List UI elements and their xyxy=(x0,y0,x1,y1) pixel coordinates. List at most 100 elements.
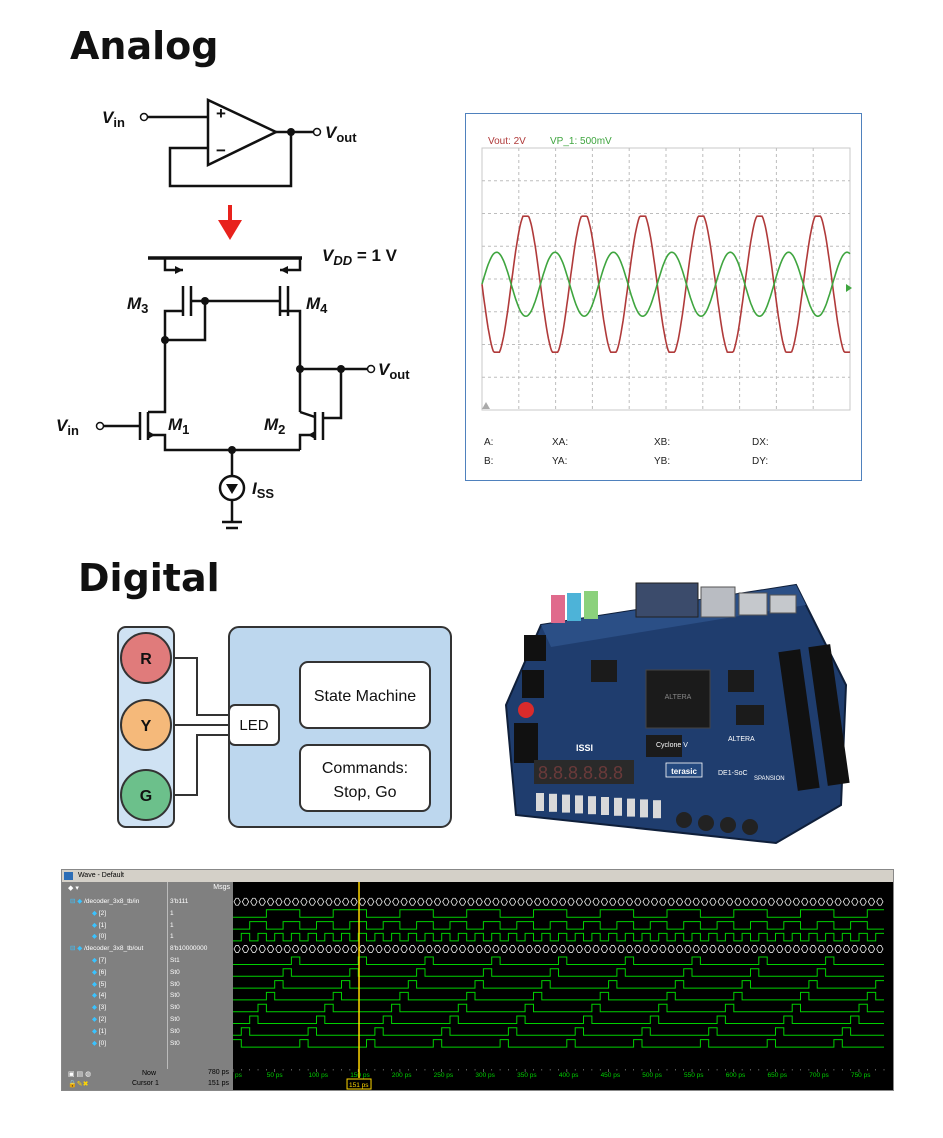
bus-value-segment xyxy=(317,897,325,906)
bus-value-segment xyxy=(575,945,583,953)
bus-value-segment xyxy=(751,897,759,906)
vdd-label: VDD = 1 V xyxy=(322,246,398,268)
signal-name-text: [0] xyxy=(98,1039,107,1047)
wave-toolbar-icon[interactable]: ◆ ▾ xyxy=(68,885,79,892)
bus-value-segment xyxy=(275,945,283,953)
bus-value-segment xyxy=(759,897,767,906)
yellow-light-letter: Y xyxy=(141,718,152,735)
signal-trace xyxy=(233,1015,884,1024)
bus-value-segment xyxy=(250,945,258,953)
bus-signal-name[interactable]: ⊟ ◆ /decoder_3x8_tb/in xyxy=(70,896,139,907)
bus-value-segment xyxy=(609,945,617,953)
bus-value-segment xyxy=(792,945,800,953)
signal-value: 1 xyxy=(170,933,174,941)
time-tick-label: 350 ps xyxy=(517,1072,537,1079)
bus-value-segment xyxy=(283,897,291,906)
slide-switch xyxy=(588,796,596,815)
time-tick-label: 300 ps xyxy=(475,1072,495,1079)
circuit-vin-label: Vin xyxy=(56,416,79,438)
bus-value-segment xyxy=(742,945,750,953)
scope-ch2-label: VP_1: 500mV xyxy=(550,136,612,147)
bus-value-segment xyxy=(317,945,325,953)
signal-name-column: ◆ ▾ ⊟ ◆ /decoder_3x8_tb/in◆ [2]◆ [1]◆ [0… xyxy=(62,882,167,1069)
bus-value-segment xyxy=(851,897,859,906)
board-mem-label: ISSI xyxy=(576,743,593,753)
signal-name[interactable]: ◆ [0] xyxy=(92,1038,106,1049)
state-machine-box xyxy=(299,661,431,729)
signal-name[interactable]: ◆ [4] xyxy=(92,990,106,1001)
board-vendor-label: ALTERA xyxy=(728,736,755,743)
bus-value-segment xyxy=(625,945,634,953)
commands-values: Stop, Go xyxy=(333,784,396,801)
bus-value-segment xyxy=(342,897,350,906)
time-tick-label: 700 ps xyxy=(809,1072,829,1079)
signal-name-text: [2] xyxy=(98,1016,107,1023)
cursor-marker-box xyxy=(346,1078,372,1090)
signal-name[interactable]: ◆ [6] xyxy=(92,967,106,978)
signal-name[interactable]: ◆ [1] xyxy=(92,920,106,931)
signal-name[interactable]: ◆ [0] xyxy=(92,931,106,942)
time-tick-label: 100 ps xyxy=(308,1072,328,1079)
signal-name-text: /decoder_3x8_tb/in xyxy=(84,898,140,905)
signal-value: St0 xyxy=(170,992,180,1000)
bus-signal-name[interactable]: ⊟ ◆ /decoder_3x8_tb/out xyxy=(70,943,143,954)
signal-name-text: [1] xyxy=(98,1027,107,1035)
signal-icon: ◆ xyxy=(92,921,99,929)
bus-value-segment xyxy=(425,945,433,953)
bus-value-segment xyxy=(408,897,417,906)
bus-value-segment xyxy=(767,945,775,953)
yellow-light xyxy=(120,699,172,751)
bus-value-segment xyxy=(617,945,625,953)
bus-value-segment xyxy=(692,897,700,906)
bus-value-segment xyxy=(500,945,508,953)
m4-label: M4 xyxy=(306,294,328,316)
bus-value-segment xyxy=(542,897,550,906)
now-value: 780 ps xyxy=(207,1069,229,1076)
bus-value-segment xyxy=(734,945,742,953)
signal-name[interactable]: ◆ [2] xyxy=(92,908,106,919)
expand-bus-icon: ⊟ ◆ xyxy=(70,898,85,905)
signal-trace xyxy=(233,956,884,965)
wave-status-icons[interactable]: ▣ ▤ ◍ xyxy=(68,1071,92,1078)
bus-value-segment xyxy=(300,897,308,906)
bus-value-segment xyxy=(291,945,300,953)
signal-icon: ◆ xyxy=(92,1004,99,1012)
bus-value-segment xyxy=(375,945,383,953)
signal-icon: ◆ xyxy=(92,909,99,917)
bus-value-segment xyxy=(659,897,667,906)
svg-text:ALTERA: ALTERA xyxy=(665,694,692,701)
bus-value-segment xyxy=(559,945,567,953)
bus-value-segment xyxy=(308,945,316,953)
signal-name[interactable]: ◆ [2] xyxy=(92,1014,106,1025)
signal-name[interactable]: ◆ [7] xyxy=(92,955,106,966)
time-tick-label: 150 ps xyxy=(350,1072,370,1079)
bus-value-segment xyxy=(667,897,675,906)
bus-value-segment xyxy=(342,945,350,953)
signal-value: 8'b10000000 xyxy=(170,945,208,953)
signal-icon: ◆ xyxy=(92,1027,99,1035)
m3-label: M3 xyxy=(127,294,148,316)
digital-heading: Digital xyxy=(78,556,220,600)
bus-value-segment xyxy=(483,897,492,906)
cursor-lock-icon[interactable]: 🔒✎✖ xyxy=(68,1081,89,1088)
signal-trace xyxy=(233,980,884,989)
bus-value-segment xyxy=(617,897,625,906)
bus-value-segment xyxy=(350,897,358,906)
bus-value-segment xyxy=(241,897,250,906)
bus-value-segment xyxy=(258,897,266,906)
signal-name[interactable]: ◆ [3] xyxy=(92,1002,106,1013)
bus-value-segment xyxy=(325,945,333,953)
signal-trace xyxy=(233,1003,884,1013)
bus-value-segment xyxy=(776,897,784,906)
bus-value-segment xyxy=(675,897,684,906)
bus-value-segment xyxy=(308,897,316,906)
bus-value-segment xyxy=(233,945,241,953)
bus-value-segment xyxy=(692,945,700,953)
signal-name[interactable]: ◆ [1] xyxy=(92,1026,106,1037)
bus-value-segment xyxy=(759,945,767,953)
signal-name[interactable]: ◆ [5] xyxy=(92,979,106,990)
signal-trace xyxy=(233,932,884,942)
time-tick-label: 400 ps xyxy=(559,1072,579,1079)
signal-trace xyxy=(233,1039,884,1048)
bus-value-segment xyxy=(275,897,283,906)
